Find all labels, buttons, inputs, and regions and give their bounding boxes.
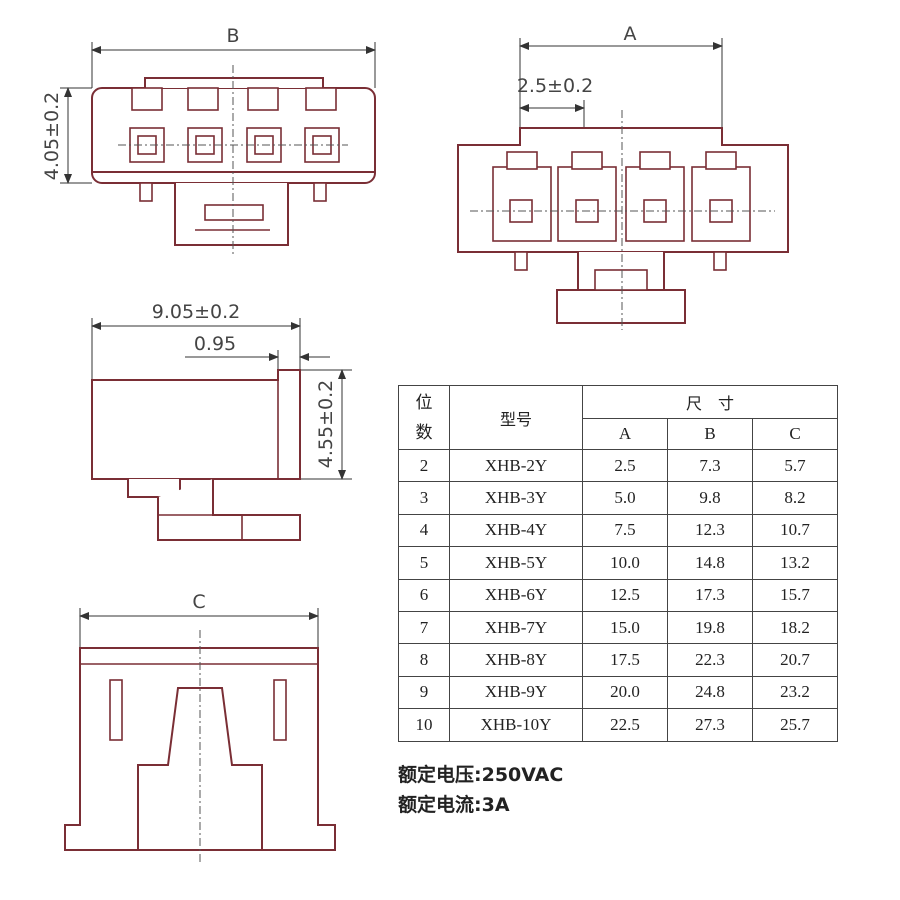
cell-model: XHB-3Y [449,481,583,515]
cell-a: 17.5 [582,643,668,677]
cell-c: 18.2 [752,610,838,645]
cell-c: 5.7 [752,448,838,483]
cell-b: 24.8 [667,675,753,710]
cell-model: XHB-7Y [449,610,583,645]
cell-c: 20.7 [752,643,838,677]
top-view: B 4.05±0.2 [41,25,376,255]
header-pins-line2: 数 [415,422,433,443]
cell-c: 25.7 [752,708,838,742]
cell-a: 15.0 [582,610,668,645]
cell-c: 15.7 [752,578,838,612]
rated-voltage: 额定电压:250VAC [398,764,564,786]
cell-b: 22.3 [667,643,753,677]
cell-model: XHB-6Y [449,578,583,612]
bottom-view: C [64,591,336,865]
cell-a: 10.0 [582,546,668,580]
header-col-a: A [582,418,668,450]
header-pins-line1: 位 [415,392,433,413]
cell-pins: 9 [398,675,450,710]
header-model: 型号 [449,385,583,450]
cell-pins: 8 [398,643,450,677]
cell-pins: 6 [398,578,450,612]
cell-a: 7.5 [582,513,668,548]
header-pins: 位 数 [398,385,450,450]
cell-a: 22.5 [582,708,668,742]
cell-b: 14.8 [667,546,753,580]
cell-model: XHB-10Y [449,708,583,742]
cell-model: XHB-9Y [449,675,583,710]
cell-pins: 7 [398,610,450,645]
cell-pins: 10 [398,708,450,742]
front-view: A 2.5±0.2 [457,23,789,330]
rated-current: 额定电流:3A [398,794,510,816]
cell-b: 19.8 [667,610,753,645]
cell-model: XHB-5Y [449,546,583,580]
header-col-b: B [667,418,753,450]
dim-c-label: C [192,591,205,613]
header-dimensions: 尺 寸 [582,385,838,419]
dim-depth-label: 9.05±0.2 [152,301,240,323]
cell-a: 20.0 [582,675,668,710]
cell-c: 10.7 [752,513,838,548]
dim-pitch-label: 2.5±0.2 [517,75,593,97]
cell-c: 23.2 [752,675,838,710]
cell-pins: 2 [398,448,450,483]
cell-b: 12.3 [667,513,753,548]
dim-side-height-label: 4.55±0.2 [315,380,337,468]
cell-pins: 4 [398,513,450,548]
cell-a: 12.5 [582,578,668,612]
cell-c: 13.2 [752,546,838,580]
cell-model: XHB-8Y [449,643,583,677]
cell-a: 5.0 [582,481,668,515]
cell-pins: 5 [398,546,450,580]
cell-b: 7.3 [667,448,753,483]
cell-model: XHB-2Y [449,448,583,483]
cell-b: 27.3 [667,708,753,742]
cell-model: XHB-4Y [449,513,583,548]
cell-pins: 3 [398,481,450,515]
header-col-c: C [752,418,838,450]
dim-b-label: B [226,25,239,47]
cell-a: 2.5 [582,448,668,483]
cell-b: 17.3 [667,578,753,612]
dim-a-label: A [624,23,637,45]
side-view: 9.05±0.2 0.95 4.55±0.2 [91,301,352,541]
dim-height-405: 4.05±0.2 [41,92,63,180]
cell-c: 8.2 [752,481,838,515]
cell-b: 9.8 [667,481,753,515]
dim-offset-label: 0.95 [194,333,236,355]
